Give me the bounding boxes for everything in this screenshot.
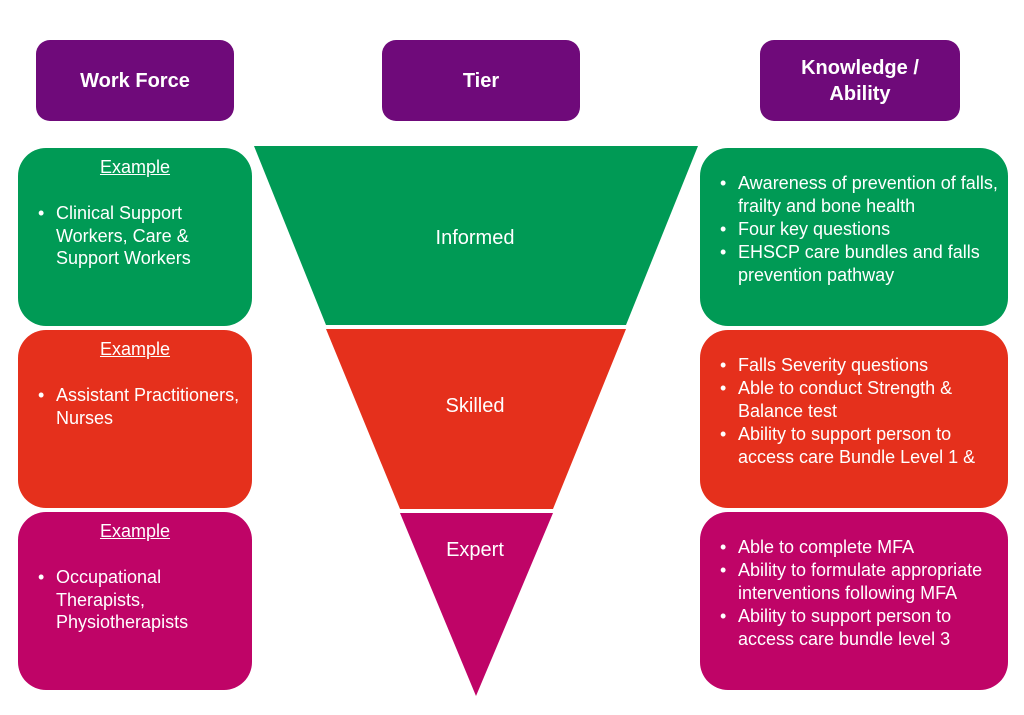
knowledge-list: Awareness of prevention of falls, frailt… bbox=[710, 172, 1012, 287]
list-item: Able to conduct Strength & Balance test bbox=[720, 377, 1012, 423]
list-item: Ability to support person to access care… bbox=[720, 605, 1012, 651]
tier-segment-expert bbox=[400, 513, 553, 696]
example-heading: Example bbox=[99, 521, 171, 541]
list-item: Falls Severity questions bbox=[720, 354, 1012, 377]
list-item: Assistant Practitioners, Nurses bbox=[38, 384, 246, 429]
workforce-list: Assistant Practitioners, Nurses bbox=[28, 384, 246, 429]
knowledge-box-skilled: Falls Severity questions Able to conduct… bbox=[700, 330, 1008, 508]
workforce-box-informed: Example Clinical Support Workers, Care &… bbox=[18, 148, 252, 326]
header-work-force: Work Force bbox=[36, 40, 234, 121]
tier-label-informed: Informed bbox=[435, 227, 515, 249]
list-item: Ability to support person to access care… bbox=[720, 423, 1012, 469]
header-knowledge-ability: Knowledge / Ability bbox=[760, 40, 960, 121]
example-heading: Example bbox=[99, 339, 171, 359]
knowledge-list: Able to complete MFA Ability to formulat… bbox=[710, 536, 1012, 651]
knowledge-list: Falls Severity questions Able to conduct… bbox=[710, 354, 1012, 469]
list-item: Clinical Support Workers, Care & Support… bbox=[38, 202, 246, 270]
knowledge-box-expert: Able to complete MFA Ability to formulat… bbox=[700, 512, 1008, 690]
list-item: Occupational Therapists, Physiotherapist… bbox=[38, 566, 206, 634]
list-item: EHSCP care bundles and falls prevention … bbox=[720, 241, 1012, 287]
list-item: Able to complete MFA bbox=[720, 536, 1012, 559]
tier-label-skilled: Skilled bbox=[445, 395, 505, 417]
workforce-box-expert: Example Occupational Therapists, Physiot… bbox=[18, 512, 252, 690]
list-item: Four key questions bbox=[720, 218, 1012, 241]
tier-segment-skilled bbox=[326, 329, 626, 509]
example-heading: Example bbox=[99, 157, 171, 177]
tier-segment-informed bbox=[254, 146, 698, 325]
list-item: Awareness of prevention of falls, frailt… bbox=[720, 172, 1012, 218]
workforce-list: Clinical Support Workers, Care & Support… bbox=[28, 202, 246, 270]
header-tier: Tier bbox=[382, 40, 580, 121]
tier-label-expert: Expert bbox=[446, 539, 504, 561]
knowledge-box-informed: Awareness of prevention of falls, frailt… bbox=[700, 148, 1008, 326]
list-item: Ability to formulate appropriate interve… bbox=[720, 559, 1012, 605]
workforce-box-skilled: Example Assistant Practitioners, Nurses bbox=[18, 330, 252, 508]
workforce-list: Occupational Therapists, Physiotherapist… bbox=[28, 566, 206, 634]
